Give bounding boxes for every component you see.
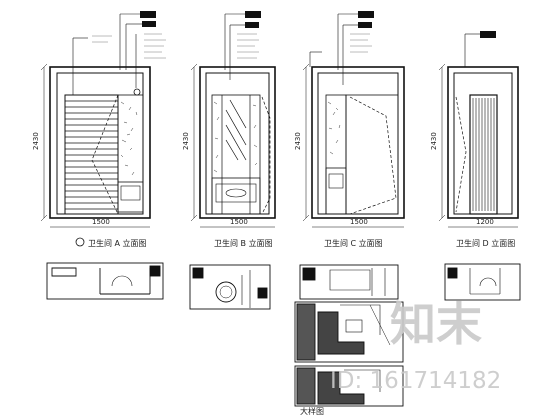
caption-elevation-3: 卫生间 C 立面图 (324, 238, 383, 248)
plan-1 (46, 262, 164, 300)
dim-elev3-width: 1500 (350, 218, 368, 226)
caption-elevation-1: 卫生间 A 立面图 (88, 238, 147, 248)
dim-elev2-width: 1500 (230, 218, 248, 226)
plan-2 (189, 264, 271, 310)
caption-elevation-4: 卫生间 D 立面图 (456, 238, 515, 248)
elevation-1 (49, 66, 151, 219)
elevation-4 (447, 66, 519, 219)
leader-lines (72, 13, 480, 95)
dim-elev4-height: 2430 (430, 132, 438, 150)
captions: 卫生间 A 立面图 卫生间 B 立面图 卫生间 C 立面图 卫生间 D 立面图 … (75, 237, 515, 416)
plan-4 (444, 263, 521, 301)
dim-elev4-width: 1200 (476, 218, 494, 226)
caption-elevation-2: 卫生间 B 立面图 (214, 238, 273, 248)
dim-elev2-height: 2430 (182, 132, 190, 150)
dim-elev3-height: 2430 (294, 132, 302, 150)
elevation-3 (311, 66, 405, 219)
plan-3 (299, 264, 399, 300)
section-detail (294, 301, 404, 407)
dim-elev1-height: 2430 (32, 132, 40, 150)
watermark-id: ID: 161714182 (330, 368, 501, 394)
watermark-brand: 知末 (390, 297, 482, 351)
watermark: 知末 ID: 161714182 (330, 297, 501, 394)
dimension-lines (40, 63, 518, 228)
dimension-texts: 2430 2430 2430 2430 1500 1500 1500 1200 (32, 132, 494, 226)
elevation-2 (199, 66, 276, 219)
caption-section: 大样图 (300, 406, 324, 416)
dim-elev1-width: 1500 (92, 218, 110, 226)
